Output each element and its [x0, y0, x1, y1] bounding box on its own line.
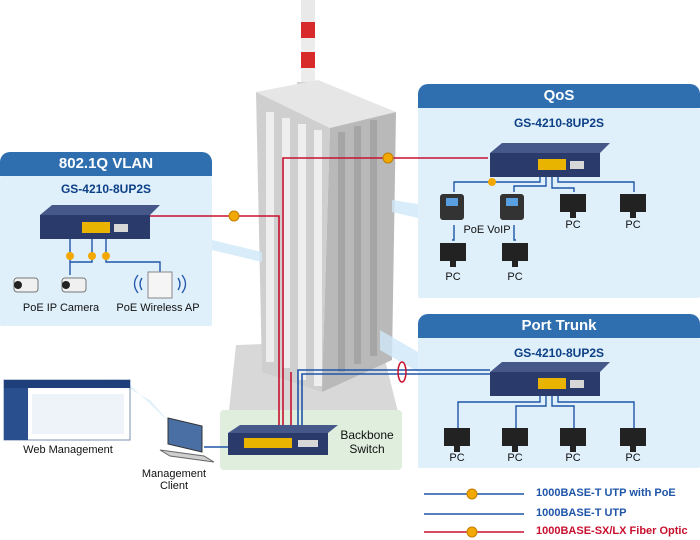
vlan-switch-model: GS-4210-8UP2S: [60, 182, 152, 196]
trunk-aggregation-ring: [397, 361, 407, 383]
backbone-label-line1: Backbone: [340, 428, 394, 442]
trunk-pc-label: PC: [625, 452, 641, 464]
qos-pc-label: PC: [507, 271, 523, 283]
backbone-label-line2: Switch: [349, 442, 385, 456]
trunk-panel-title: Port Trunk: [418, 314, 700, 338]
vlan-switch: [40, 205, 160, 239]
qos-switch-model: GS-4210-8UP2S: [513, 116, 605, 130]
qos-panel-title: QoS: [418, 84, 700, 108]
wireless-ap-icon: [133, 271, 187, 299]
qos-pc-label: PC: [445, 271, 461, 283]
ip-camera-label: PoE IP Camera: [22, 302, 100, 314]
legend-utp: 1000BASE-T UTP: [536, 507, 627, 519]
qos-pc-label: PC: [565, 219, 581, 231]
vlan-panel-title: 802.1Q VLAN: [0, 152, 212, 176]
legend-lines: [424, 488, 524, 538]
management-client-label: Management Client: [132, 468, 216, 492]
qos-switch: [490, 143, 610, 177]
legend-utp-poe: 1000BASE-T UTP with PoE: [536, 487, 676, 499]
legend-fiber: 1000BASE-SX/LX Fiber Optic: [536, 525, 688, 537]
management-client-line2: Client: [159, 480, 189, 492]
backbone-label: Backbone Switch: [334, 428, 400, 456]
sfp-badge: [228, 152, 394, 222]
voip-phone-icon: [440, 194, 524, 220]
trunk-switch: [490, 362, 610, 396]
management-client-line1: Management: [141, 468, 207, 480]
web-management-label: Web Management: [23, 444, 113, 456]
wireless-ap-label: PoE Wireless AP: [116, 302, 200, 314]
trunk-pc-label: PC: [565, 452, 581, 464]
web-management-screenshot: [3, 379, 131, 441]
antenna: [297, 0, 319, 94]
pc-icon: [444, 428, 646, 452]
trunk-pc-label: PC: [507, 452, 523, 464]
pc-icon: [440, 194, 646, 267]
fiber-links: [150, 157, 488, 432]
trunk-pc-label: PC: [449, 452, 465, 464]
qos-pc-label: PC: [625, 219, 641, 231]
ip-camera-icon: [13, 277, 87, 293]
backbone-switch: [228, 425, 338, 455]
trunk-switch-model: GS-4210-8UP2S: [513, 346, 605, 360]
laptop-icon: [159, 417, 215, 463]
voip-label: PoE VoIP: [463, 224, 511, 236]
trunk-links: [297, 369, 490, 432]
office-building: [228, 80, 400, 452]
